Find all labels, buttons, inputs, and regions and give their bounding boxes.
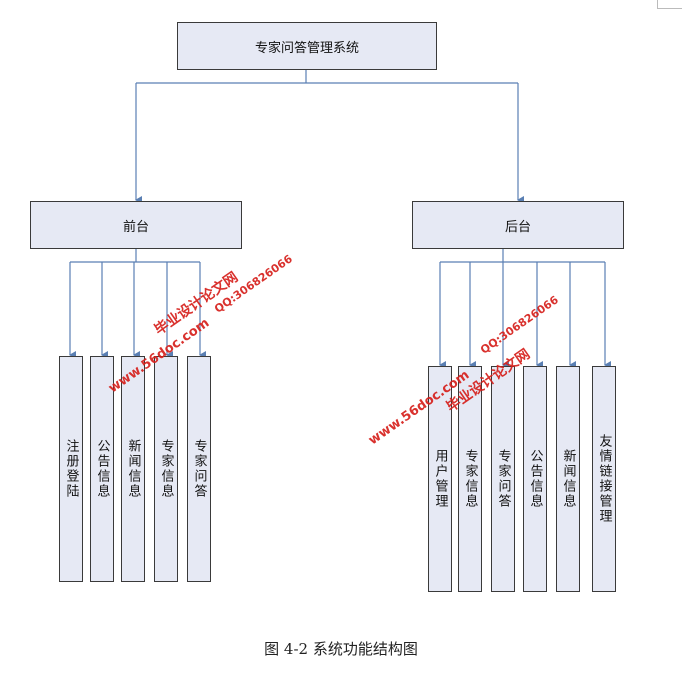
root-node-label: 专家问答管理系统 bbox=[254, 40, 359, 56]
frontend-leaf: 专家信息 bbox=[154, 356, 178, 582]
frontend-leaf: 注册登陆 bbox=[59, 356, 83, 582]
backend-leaf: 友情链接管理 bbox=[592, 366, 616, 592]
backend-leaf-label: 专家信息 bbox=[462, 449, 478, 509]
backend-leaf: 专家问答 bbox=[491, 366, 515, 592]
root-node: 专家问答管理系统 bbox=[177, 22, 437, 70]
frontend-leaf-label: 新闻信息 bbox=[125, 439, 141, 499]
backend-leaf-label: 公告信息 bbox=[527, 449, 543, 509]
frontend-leaf-label: 注册登陆 bbox=[63, 439, 79, 499]
frontend-node-label: 前台 bbox=[122, 219, 149, 235]
backend-leaf-label: 新闻信息 bbox=[560, 449, 576, 509]
frontend-leaf-label: 公告信息 bbox=[94, 439, 110, 499]
frontend-leaf: 新闻信息 bbox=[121, 356, 145, 582]
backend-leaf-label: 用户管理 bbox=[432, 449, 448, 509]
frontend-leaf: 专家问答 bbox=[187, 356, 211, 582]
backend-leaf: 用户管理 bbox=[428, 366, 452, 592]
frontend-leaf-label: 专家信息 bbox=[158, 439, 174, 499]
figure-caption: 图 4-2 系统功能结构图 bbox=[264, 640, 418, 658]
frontend-leaf: 公告信息 bbox=[90, 356, 114, 582]
backend-leaf: 公告信息 bbox=[523, 366, 547, 592]
backend-node-label: 后台 bbox=[504, 219, 531, 235]
backend-leaf: 专家信息 bbox=[458, 366, 482, 592]
backend-leaf: 新闻信息 bbox=[556, 366, 580, 592]
backend-leaf-label: 友情链接管理 bbox=[596, 434, 612, 524]
page-corner-mark bbox=[657, 0, 682, 9]
frontend-node: 前台 bbox=[30, 201, 242, 249]
frontend-leaf-label: 专家问答 bbox=[191, 439, 207, 499]
backend-leaf-label: 专家问答 bbox=[495, 449, 511, 509]
backend-node: 后台 bbox=[412, 201, 624, 249]
